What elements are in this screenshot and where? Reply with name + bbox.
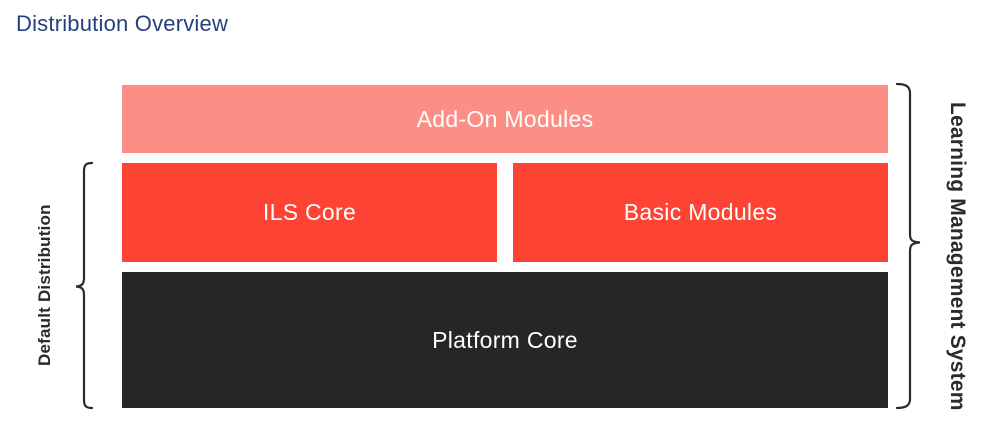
default-distribution-label: Default Distribution [35,204,54,367]
right-brace-bracket [895,82,921,410]
basic-modules-label: Basic Modules [623,199,778,225]
left-brace-bracket [75,161,94,410]
page-title: Distribution Overview [16,11,229,36]
basic-modules-box: Basic Modules [513,163,888,262]
addon-modules-box: Add-On Modules [122,85,888,153]
ils-core-box: ILS Core [122,163,497,262]
platform-core-label: Platform Core [432,326,578,353]
learning-management-system-label: Learning Management System [946,101,969,411]
ils-core-label: ILS Core [262,199,357,225]
platform-core-box: Platform Core [122,272,888,408]
addon-modules-label: Add-On Modules [416,105,594,132]
